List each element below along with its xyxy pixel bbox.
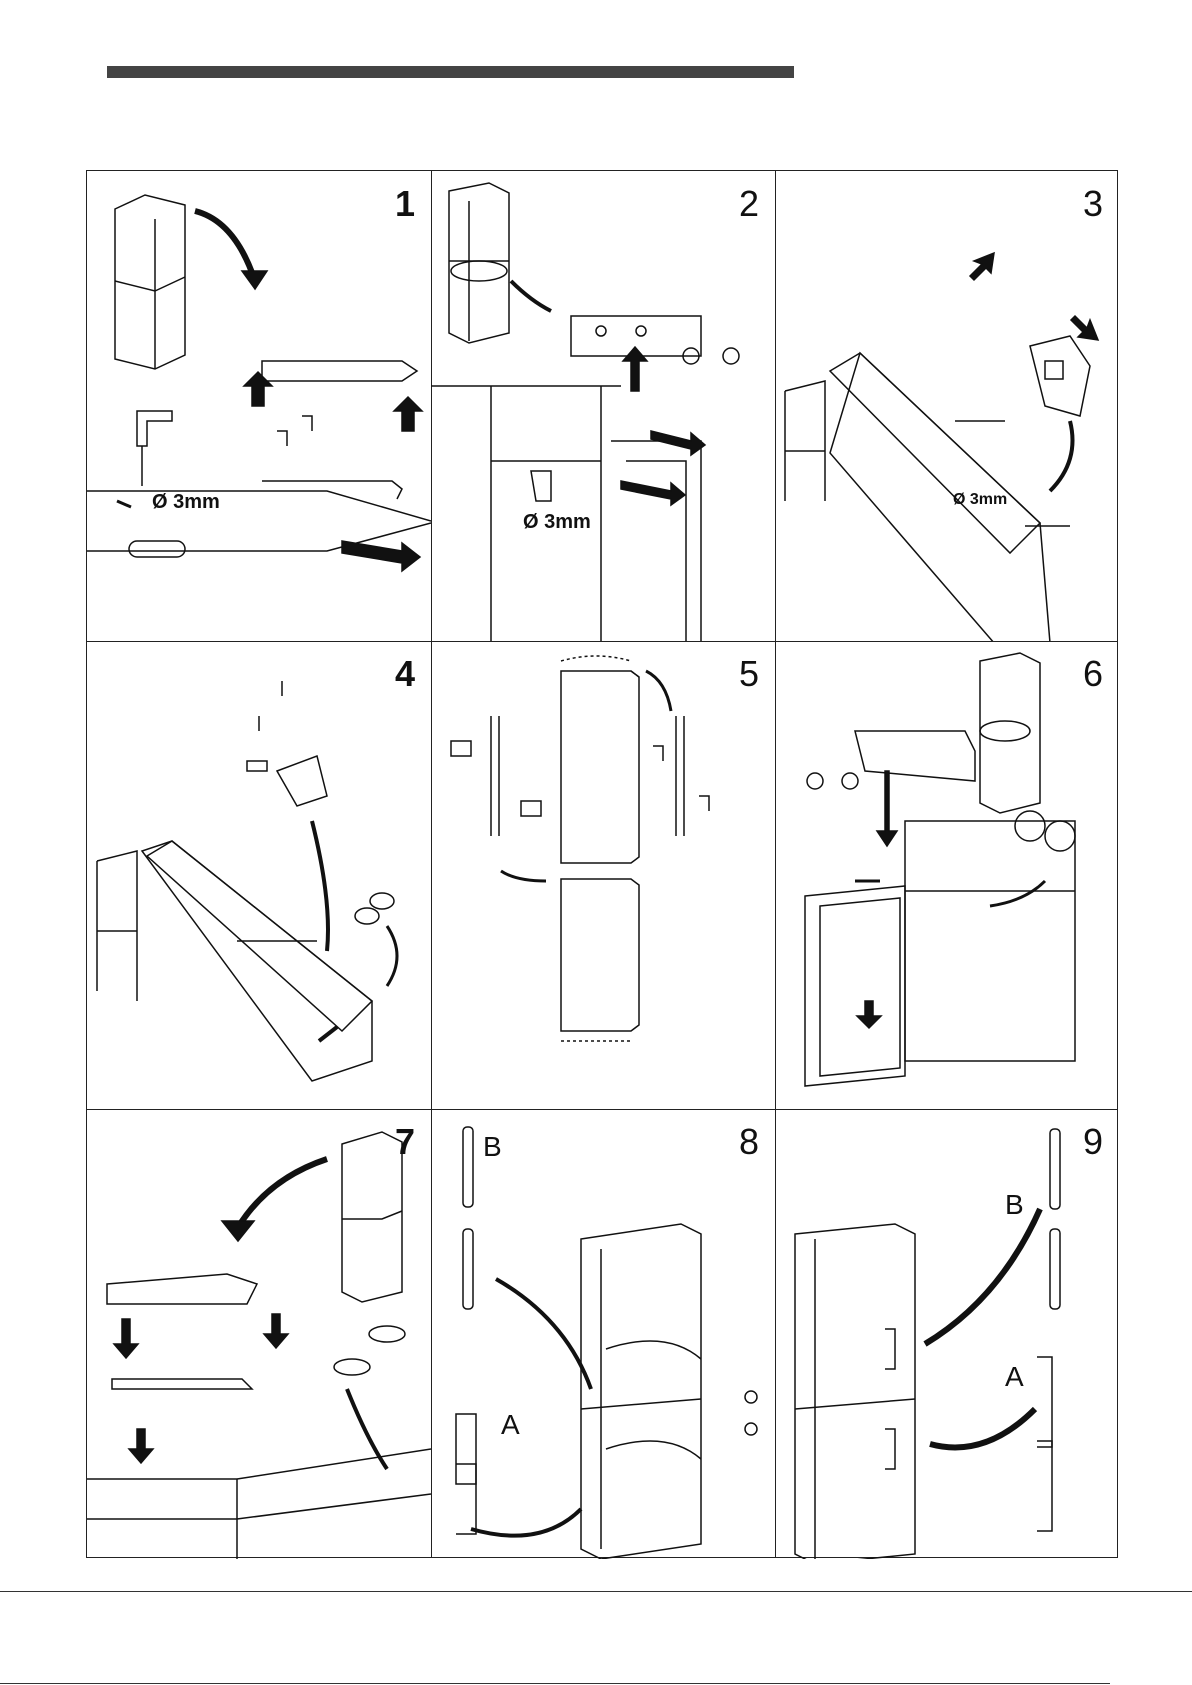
step-panel-2: 2 Ø 3mm	[431, 171, 775, 641]
step-panel-3: 3 Ø 3mm	[775, 171, 1119, 641]
footer-rule	[0, 1591, 1192, 1592]
step-6-illustration	[775, 641, 1119, 1109]
step-number: 8	[739, 1121, 759, 1163]
footer-rule	[0, 1683, 1110, 1684]
step-number: 6	[1083, 653, 1103, 695]
drill-size-label: Ø 3mm	[523, 511, 591, 534]
part-label-b: B	[483, 1131, 502, 1163]
step-1-illustration	[87, 171, 431, 641]
step-2-illustration	[431, 171, 775, 641]
step-number: 5	[739, 653, 759, 695]
step-number: 4	[395, 653, 415, 695]
drill-size-label: Ø 3mm	[953, 491, 1007, 509]
step-3-illustration	[775, 171, 1119, 641]
step-panel-5: 5	[431, 641, 775, 1109]
part-label-a: A	[1005, 1361, 1024, 1393]
step-8-illustration	[431, 1109, 775, 1559]
step-number: 7	[395, 1121, 415, 1163]
header-bar	[107, 66, 794, 78]
step-5-illustration	[431, 641, 775, 1109]
part-label-a: A	[501, 1409, 520, 1441]
step-number: 1	[395, 183, 415, 225]
step-panel-4: 4	[87, 641, 431, 1109]
step-number: 9	[1083, 1121, 1103, 1163]
step-number: 2	[739, 183, 759, 225]
step-number: 3	[1083, 183, 1103, 225]
part-label-b: B	[1005, 1189, 1024, 1221]
step-panel-7: 7	[87, 1109, 431, 1559]
drill-size-label: Ø 3mm	[152, 491, 220, 514]
step-panel-6: 6	[775, 641, 1119, 1109]
step-panel-9: 9 B A	[775, 1109, 1119, 1559]
step-4-illustration	[87, 641, 431, 1109]
step-9-illustration	[775, 1109, 1119, 1559]
step-panel-1: 1 Ø 3mm	[87, 171, 431, 641]
instruction-grid: 1 Ø 3mm 2 Ø 3mm	[86, 170, 1118, 1558]
step-panel-8: 8 B A	[431, 1109, 775, 1559]
step-7-illustration	[87, 1109, 431, 1559]
